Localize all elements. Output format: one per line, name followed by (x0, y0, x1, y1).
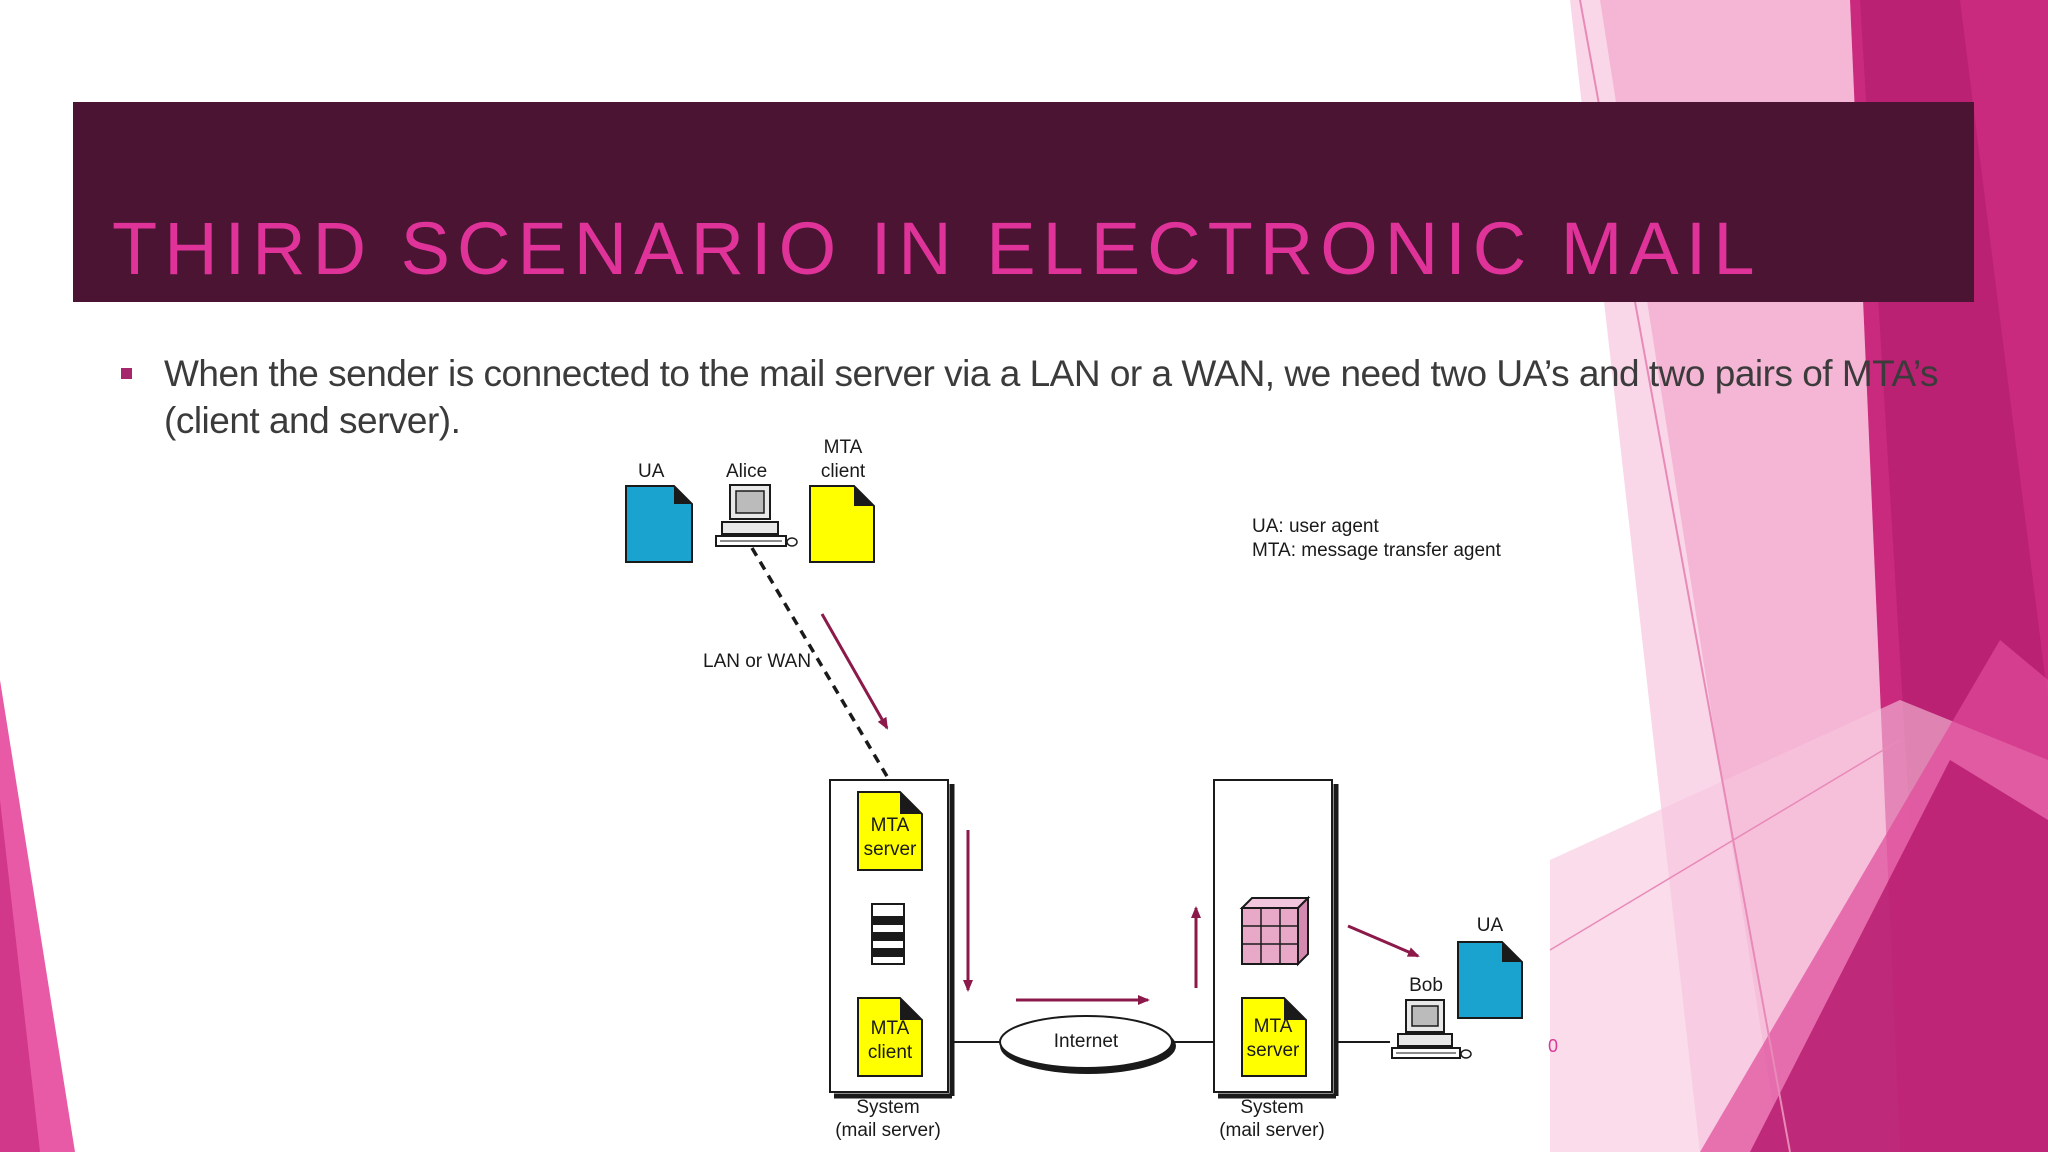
bullet-marker (121, 368, 132, 379)
system-right-label-2: (mail server) (1219, 1120, 1325, 1141)
system-left-label-2: (mail server) (835, 1120, 941, 1141)
bob-ua-document-icon (1457, 941, 1523, 1019)
mta-server-left-label-1: MTA (870, 815, 910, 836)
internet-cloud (999, 1015, 1173, 1069)
internet-label: Internet (1053, 1031, 1119, 1052)
queue-icon (871, 903, 905, 965)
bob-computer-icon (1391, 999, 1472, 1059)
lan-wan-label: LAN or WAN (703, 651, 812, 672)
mailbox-icon (1239, 895, 1311, 967)
email-scenario-diagram: UA Alice MTA client LAN or WAN MTA serve… (600, 430, 1560, 1152)
ua-document-icon (625, 485, 693, 563)
slide-title: THIRD SCENARIO IN ELECTRONIC MAIL (112, 207, 1762, 290)
mta-server-right-icon (1241, 997, 1307, 1077)
legend-mta: MTA: message transfer agent (1252, 540, 1501, 561)
alice-label: Alice (726, 461, 768, 482)
alice-computer-icon (715, 484, 798, 547)
arrow-to-server (820, 613, 889, 730)
mta-client-left-label-1: MTA (870, 1018, 910, 1039)
mta-client-left-icon (857, 997, 923, 1077)
bullet-text: When the sender is connected to the mail… (164, 353, 1939, 441)
system-left-label-1: System (856, 1097, 920, 1118)
mta-client-top-label-1: MTA (823, 437, 863, 458)
lan-wan-link (750, 547, 890, 779)
ua-label: UA (638, 461, 665, 482)
title-bar (73, 102, 1974, 302)
diagram-graphics (625, 484, 1523, 1099)
mta-client-document-icon (809, 485, 875, 563)
system-right-label-1: System (1240, 1097, 1304, 1118)
mta-client-top-label-2: client (820, 461, 866, 482)
bob-ua-label: UA (1476, 915, 1504, 936)
mta-server-right-label-2: server (1246, 1040, 1300, 1061)
mta-client-left-label-2: client (867, 1042, 913, 1063)
legend-ua: UA: user agent (1252, 516, 1379, 537)
arrow-to-bob (1347, 924, 1420, 958)
mta-server-left-label-2: server (863, 839, 917, 860)
mta-server-left-icon (857, 791, 923, 871)
mta-server-right-label-1: MTA (1253, 1016, 1293, 1037)
bob-label: Bob (1409, 975, 1443, 996)
slide-number: 0 (1548, 1036, 1559, 1056)
